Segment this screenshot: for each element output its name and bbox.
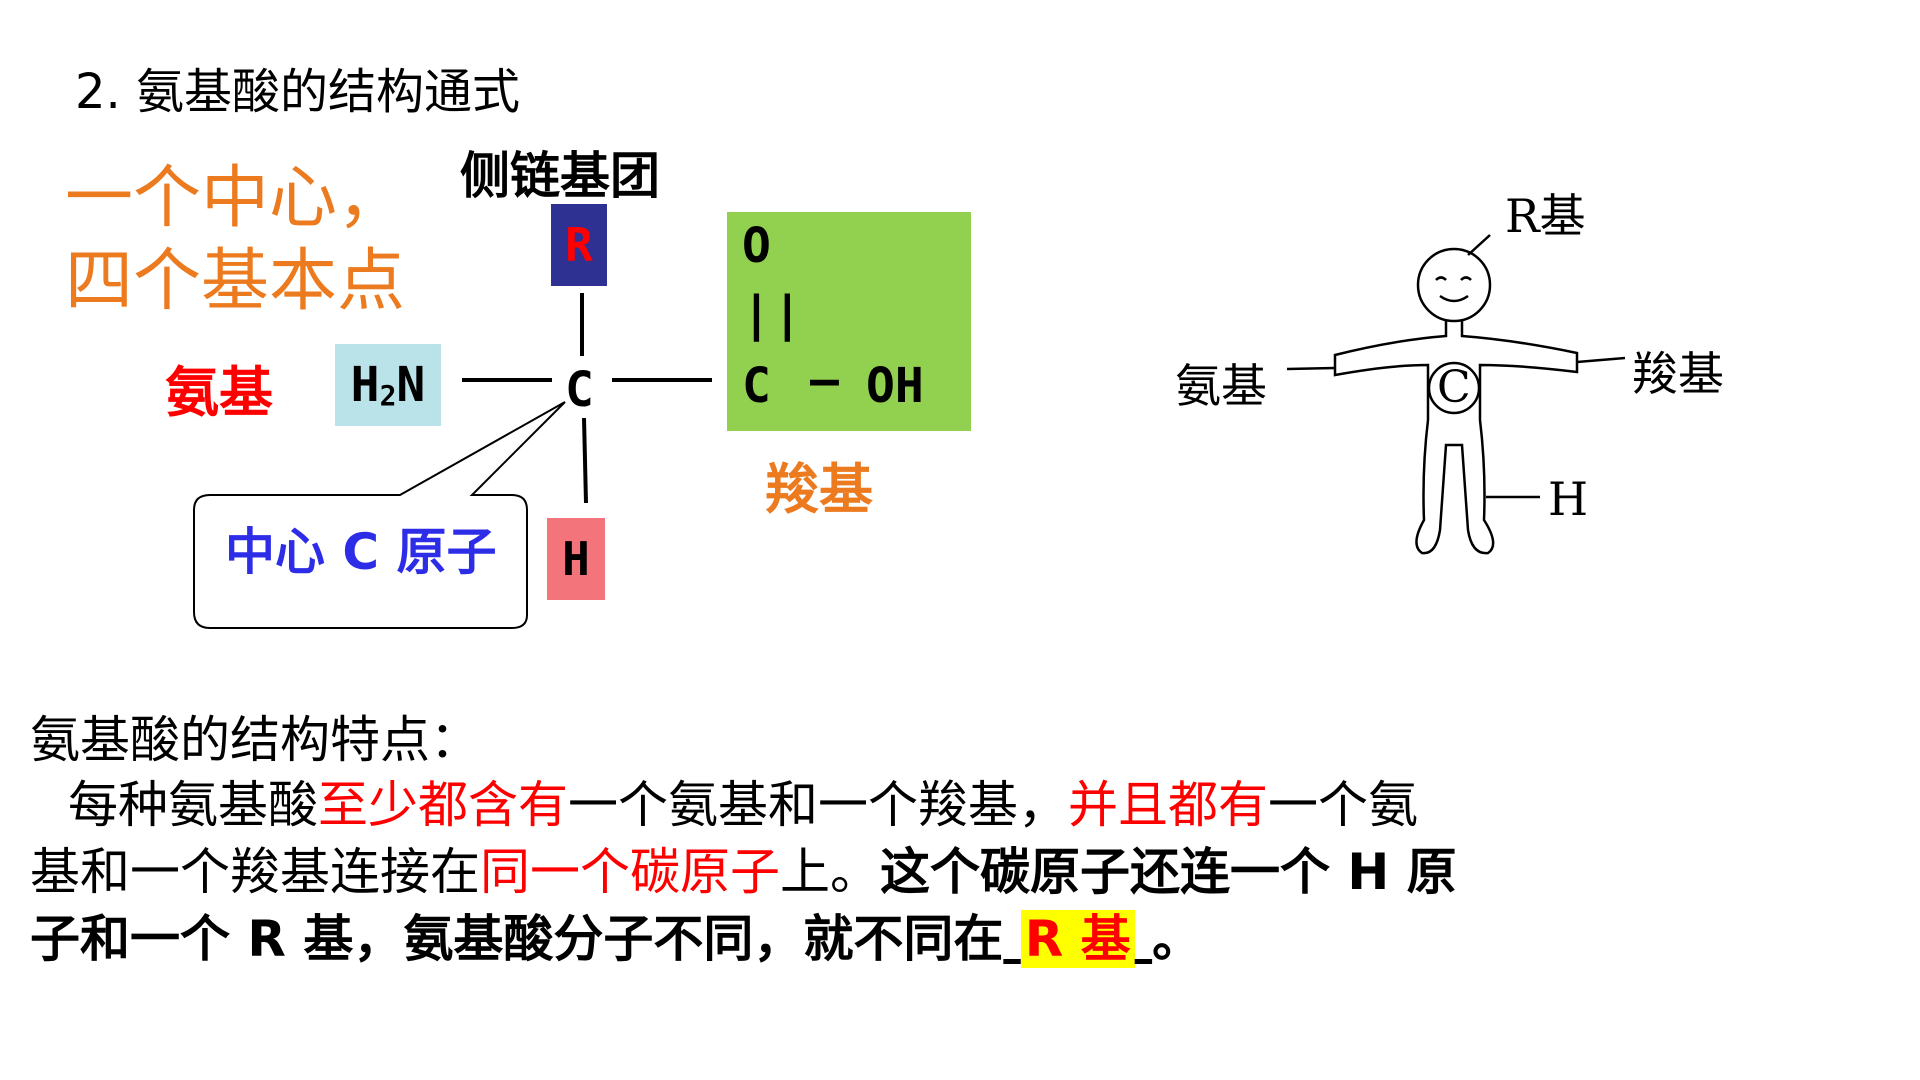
features-line-2: 基和一个羧基连接在同一个碳原子上。这个碳原子还连一个 H 原	[30, 832, 1457, 904]
cartoon-r-label: R基	[1505, 189, 1586, 243]
l2-a: 基和一个羧基连接在	[30, 843, 480, 901]
cartoon-amino-label: 氨基	[1175, 359, 1267, 413]
cartoon-figure	[1286, 234, 1626, 555]
l1-b: 至少都含有	[318, 776, 568, 834]
r-group-box: R	[551, 204, 607, 286]
l1-a: 每种氨基酸	[68, 776, 318, 834]
h2n-subscript: 2	[379, 378, 397, 412]
carboxyl-dash: —	[810, 352, 839, 408]
cartoon-c-label: C	[1437, 362, 1471, 413]
cartoon-carboxyl-label: 羧基	[1632, 347, 1724, 401]
h2n-n: N	[396, 357, 426, 413]
cartoon-eye-right	[1460, 276, 1472, 281]
bond-down	[582, 417, 588, 504]
l1-d: 并且都有	[1068, 776, 1268, 834]
r-group-letter: R	[565, 218, 593, 272]
cartoon-body	[1333, 320, 1579, 555]
mnemonic-line-1: 一个中心，	[65, 159, 406, 238]
double-bond: ||	[742, 286, 804, 342]
leader-carboxyl	[1576, 356, 1626, 364]
cartoon-h-label: H	[1548, 472, 1589, 526]
cartoon-smile	[1439, 294, 1469, 303]
leader-amino	[1286, 366, 1336, 371]
features-line-1: 每种氨基酸至少都含有一个氨基和一个羧基，并且都有一个氨	[30, 765, 1418, 837]
page-title: 2. 氨基酸的结构通式	[75, 64, 521, 120]
mnemonic-line-2: 四个基本点	[65, 242, 406, 321]
oxygen-letter: O	[742, 218, 771, 274]
l2-c: 上。	[780, 843, 880, 901]
l1-e: 一个氨	[1268, 776, 1418, 834]
side-chain-label: 侧链基团	[460, 147, 660, 205]
hydrogen-box: H	[547, 518, 605, 600]
center-carbon-label: 中心 C 原子	[225, 523, 497, 581]
cartoon-head	[1416, 247, 1492, 323]
l2-b: 同一个碳原子	[480, 843, 780, 901]
l3-end: 。	[1152, 910, 1203, 968]
amino-label: 氨基	[165, 361, 273, 424]
cartoon-eye-left	[1435, 276, 1447, 281]
carboxyl-label: 羧基	[765, 458, 873, 521]
hydroxyl-label: OH	[866, 358, 924, 414]
l1-c: 一个氨基和一个羧基，	[568, 776, 1068, 834]
l3-a: 子和一个 R 基，氨基酸分子不同，就不同在	[30, 910, 1004, 968]
h2n-h: H	[350, 357, 380, 413]
center-callout-bubble	[193, 401, 566, 629]
features-line-3: 子和一个 R 基，氨基酸分子不同，就不同在 R 基 。	[30, 899, 1202, 971]
l2-d: 这个碳原子还连一个 H 原	[880, 843, 1457, 901]
carboxyl-c-letter: C	[742, 358, 771, 414]
leader-r	[1467, 234, 1491, 256]
hydrogen-letter: H	[562, 532, 590, 586]
carboxyl-group-box	[727, 212, 971, 431]
cartoon-c-circle	[1427, 361, 1481, 415]
features-heading: 氨基酸的结构特点：	[30, 711, 480, 769]
center-carbon: C	[565, 362, 594, 418]
answer-highlight: R 基	[1020, 910, 1135, 968]
